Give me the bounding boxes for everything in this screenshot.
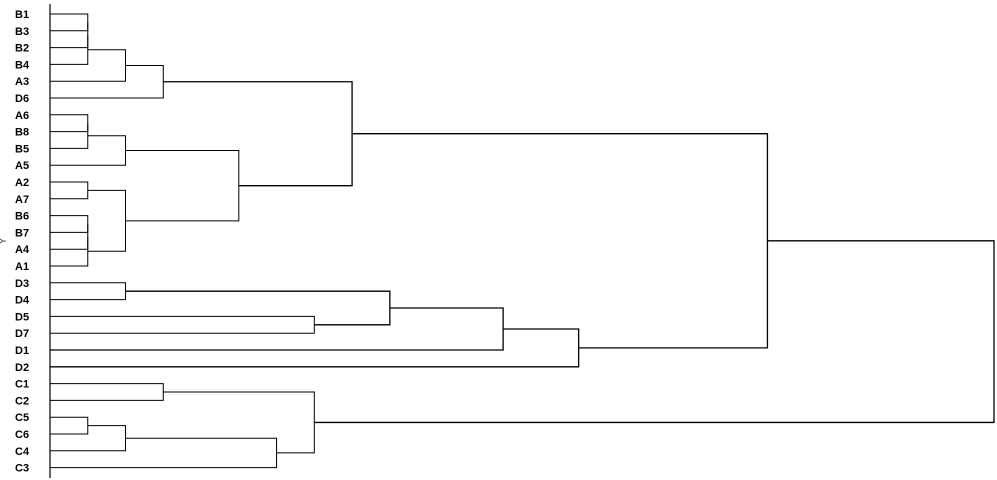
leaf-label-d4: D4 [15, 295, 30, 307]
leaf-label-a4: A4 [15, 244, 30, 256]
link-m14 [125, 150, 240, 222]
leaf-label-d5: D5 [15, 311, 29, 323]
leaf-label-c2: C2 [15, 395, 29, 407]
link-m12 [50, 236, 89, 267]
leaf-label-a6: A6 [15, 110, 29, 122]
leaf-label-b7: B7 [15, 227, 29, 239]
link-m27 [314, 240, 995, 424]
leaf-label-a2: A2 [15, 177, 29, 189]
link-m5 [50, 64, 164, 99]
link-m17 [50, 315, 315, 334]
link-m13 [87, 189, 127, 252]
link-m6 [50, 114, 89, 133]
leaf-label-a3: A3 [15, 76, 29, 88]
leaf-label-d2: D2 [15, 362, 29, 374]
dendrogram-links [50, 13, 995, 469]
leaf-label-c3: C3 [15, 463, 29, 475]
link-m15 [163, 81, 353, 187]
leaf-label-c1: C1 [15, 379, 29, 391]
link-m21 [352, 133, 769, 349]
link-m19 [50, 307, 504, 351]
link-m23 [50, 416, 89, 435]
leaf-label-b3: B3 [15, 26, 29, 38]
leaf-label-c6: C6 [15, 429, 29, 441]
leaf-label-b8: B8 [15, 127, 29, 139]
axis-group: Y [0, 4, 51, 478]
link-m18 [125, 290, 391, 326]
link-m26 [163, 391, 315, 454]
link-m10 [50, 215, 89, 233]
link-m16 [50, 282, 127, 301]
link-m9 [50, 181, 89, 200]
link-m20 [50, 328, 580, 368]
link-m25 [50, 437, 278, 469]
link-m22 [50, 383, 164, 401]
link-m1 [50, 13, 89, 32]
leaf-label-d1: D1 [15, 345, 29, 357]
leaf-label-a5: A5 [15, 160, 29, 172]
leaf-label-b4: B4 [15, 59, 30, 71]
leaf-labels: B1B3B2B4A3D6A6B8B5A5A2A7B6B7A4A1D3D4D5D7… [15, 9, 30, 475]
link-m2 [50, 22, 89, 49]
link-m7 [50, 123, 89, 149]
leaf-label-a1: A1 [15, 261, 29, 273]
y-axis-label: Y [0, 237, 9, 244]
leaf-label-d7: D7 [15, 328, 29, 340]
leaf-label-c4: C4 [15, 446, 30, 458]
leaf-label-c5: C5 [15, 412, 29, 424]
leaf-label-a7: A7 [15, 194, 29, 206]
leaf-label-d6: D6 [15, 93, 29, 105]
leaf-label-b6: B6 [15, 211, 29, 223]
link-m11 [50, 224, 89, 250]
leaf-label-b1: B1 [15, 9, 29, 21]
leaf-label-b2: B2 [15, 43, 29, 55]
leaf-label-b5: B5 [15, 143, 29, 155]
link-m3 [50, 35, 89, 65]
leaf-label-d3: D3 [15, 278, 29, 290]
